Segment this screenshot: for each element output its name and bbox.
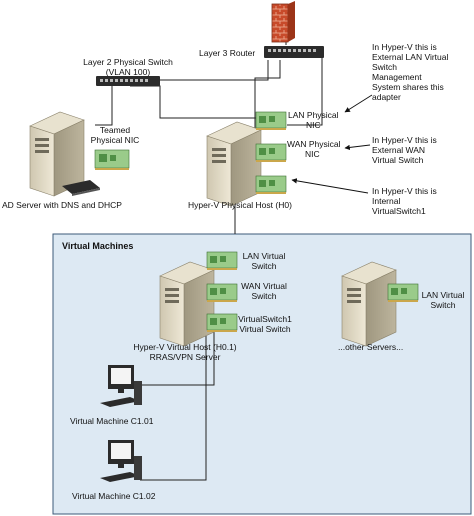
wan-physical-nic-label-line1: WAN Physical <box>287 139 341 149</box>
teamed-nic-label: Teamed Physical NIC <box>88 125 142 145</box>
note-internal: In Hyper-V this is Internal VirtualSwitc… <box>372 186 437 216</box>
layer2-switch-label-line2: (VLAN 100) <box>105 67 151 77</box>
virtualswitch1-label-line2: Virtual Switch <box>239 324 291 334</box>
nic-card-icon <box>387 283 419 302</box>
server-icon <box>29 111 85 197</box>
note-line: Virtual Switch <box>372 155 424 165</box>
note-line: Switch <box>372 62 398 72</box>
keyboard-icon <box>62 180 100 196</box>
layer3-router-label: Layer 3 Router <box>199 48 256 58</box>
router-icon <box>264 46 324 58</box>
note-line: External LAN Virtual <box>372 52 449 62</box>
server-icon <box>206 121 262 207</box>
vm-c101-label: Virtual Machine C1.01 <box>70 416 154 426</box>
note-line: VirtualSwitch1 <box>372 206 426 216</box>
workstation-icon <box>100 365 142 407</box>
nic-card-icon <box>206 313 238 332</box>
hyperv-virtual-host-label-line2: RRAS/VPN Server <box>149 352 221 362</box>
server-icon <box>341 261 397 347</box>
note-external-wan: In Hyper-V this is External WAN Virtual … <box>372 135 437 165</box>
workstation-icon <box>100 440 142 482</box>
teamed-nic-label-line2: Physical NIC <box>90 135 140 145</box>
layer2-switch-label: Layer 2 Physical Switch (VLAN 100) <box>82 57 174 77</box>
wan-virtual-switch-label-line2: Switch <box>251 291 277 301</box>
nic-card-icon <box>94 149 130 170</box>
note-line: Internal <box>372 196 401 206</box>
hyperv-virtual-host-label: Hyper-V Virtual Host (H0.1) RRAS/VPN Ser… <box>120 342 250 362</box>
virtualswitch1-label-line1: VirtualSwitch1 <box>238 314 292 324</box>
wan-physical-nic-label: WAN Physical NIC <box>287 139 341 159</box>
lan-physical-nic-label-line1: LAN Physical <box>288 110 339 120</box>
hyperv-host-label: Hyper-V Physical Host (H0) <box>188 200 292 210</box>
lan-virtual-switch-label-line2: Switch <box>251 261 277 271</box>
note-line: adapter <box>372 92 401 102</box>
ad-server-label: AD Server with DNS and DHCP <box>2 200 122 210</box>
other-lan-virtual-switch-label: LAN Virtual Switch <box>415 290 471 310</box>
lan-physical-nic-label-line2: NIC <box>306 120 321 130</box>
note-external-lan: In Hyper-V this is External LAN Virtual … <box>372 42 448 102</box>
note-line: In Hyper-V this is <box>372 186 437 196</box>
virtualswitch1-label: VirtualSwitch1 Virtual Switch <box>234 314 296 334</box>
other-lan-virtual-switch-label-line2: Switch <box>430 300 456 310</box>
lan-virtual-switch-label-line1: LAN Virtual <box>242 251 286 261</box>
firewall-icon <box>271 1 295 43</box>
layer2-switch-label-line1: Layer 2 Physical Switch <box>83 57 173 67</box>
note-line: In Hyper-V this is <box>372 42 437 52</box>
wan-virtual-switch-label: WAN Virtual Switch <box>237 281 291 301</box>
other-lan-virtual-switch-label-line1: LAN Virtual <box>421 290 465 300</box>
note-line: External WAN <box>372 145 426 155</box>
hyperv-virtual-host-label-line1: Hyper-V Virtual Host (H0.1) <box>133 342 237 352</box>
nic-card-icon <box>206 283 238 302</box>
note-line: In Hyper-V this is <box>372 135 437 145</box>
switch-icon <box>96 76 160 86</box>
teamed-nic-label-line1: Teamed <box>99 125 131 135</box>
annotation-arrows <box>291 94 373 194</box>
nic-card-icon <box>255 111 287 130</box>
nic-card-icon <box>255 175 287 194</box>
note-line: System shares this <box>372 82 444 92</box>
other-servers-label: ...other Servers... <box>338 342 404 352</box>
vm-c102-label: Virtual Machine C1.02 <box>72 491 156 501</box>
nic-card-icon <box>255 143 287 162</box>
server-icon <box>159 261 215 347</box>
wan-physical-nic-label-line2: NIC <box>305 149 320 159</box>
virtual-machines-title: Virtual Machines <box>62 241 134 251</box>
lan-physical-nic-label: LAN Physical NIC <box>288 110 339 130</box>
note-line: Management <box>372 72 422 82</box>
nic-card-icon <box>206 251 238 270</box>
lan-virtual-switch-label: LAN Virtual Switch <box>237 251 291 271</box>
wan-virtual-switch-label-line1: WAN Virtual <box>241 281 287 291</box>
